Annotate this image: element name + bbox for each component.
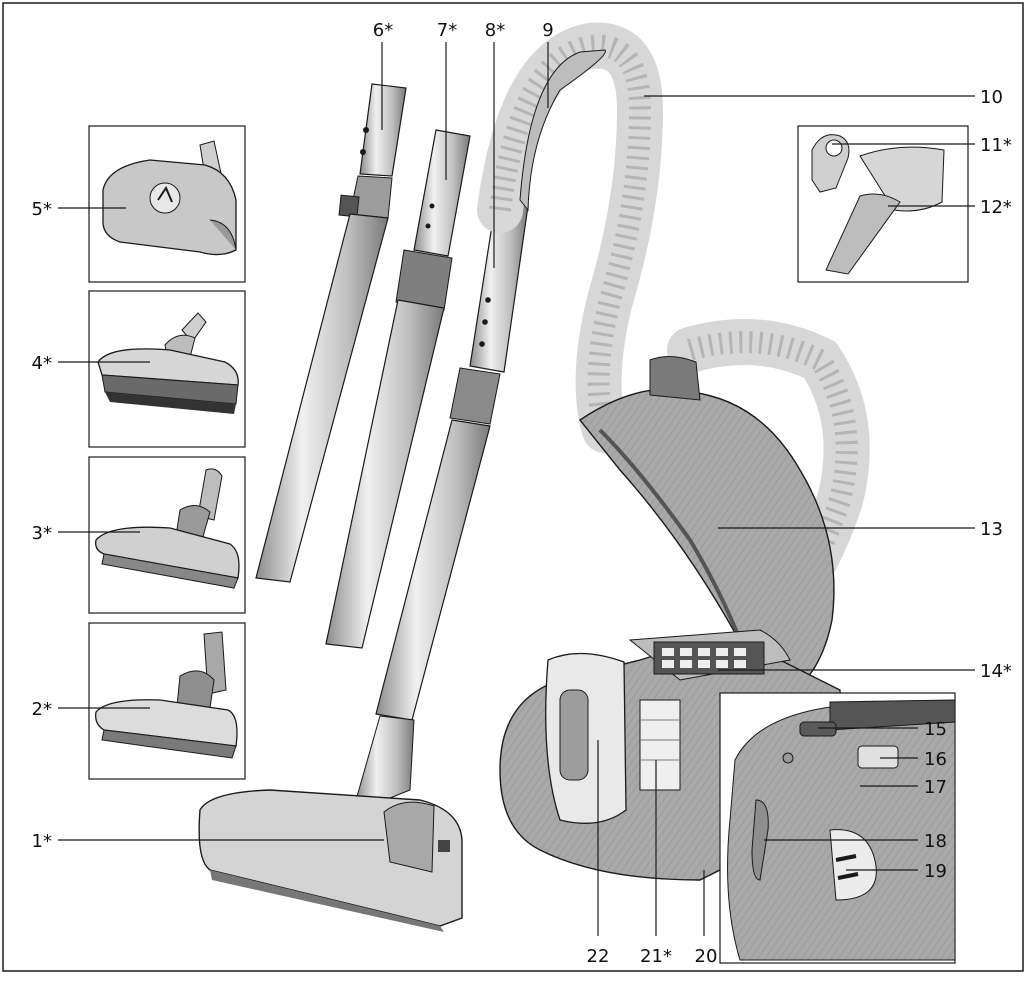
label-16: 16 <box>924 749 947 770</box>
filter-indicator-icon <box>782 752 794 764</box>
leader-lines <box>58 42 975 936</box>
label-20: 20 <box>695 946 718 967</box>
label-4: 4* <box>32 353 52 374</box>
label-11: 11* <box>980 135 1012 156</box>
label-7: 7* <box>437 20 457 41</box>
label-5: 5* <box>32 199 52 220</box>
parquet-brush-icon <box>97 312 239 414</box>
two-piece-tube-icon <box>325 129 471 649</box>
accessory-holder-icon <box>811 134 850 193</box>
dust-bag-icon <box>545 652 627 824</box>
power-plug-icon <box>829 829 877 901</box>
label-12: 12* <box>980 197 1012 218</box>
floor-nozzle-icon <box>198 715 463 932</box>
control-detail-box <box>719 692 956 964</box>
callout-labels: 5* 4* 3* 2* 1* 6* 7* 8* 9 10 11* 12* 13 … <box>32 20 1012 967</box>
label-22: 22 <box>587 946 610 967</box>
hard-floor-nozzle-icon <box>95 468 240 589</box>
label-3: 3* <box>32 523 52 544</box>
nozzle-4-box <box>88 290 246 448</box>
combi-nozzle-icon <box>95 631 238 759</box>
label-1: 1* <box>32 831 52 852</box>
label-13: 13 <box>980 519 1003 540</box>
nozzle-3-box <box>88 456 246 614</box>
label-2: 2* <box>32 699 52 720</box>
upholstery-nozzle-icon <box>859 146 945 212</box>
crevice-nozzle-icon <box>825 193 901 275</box>
accessories-box <box>797 125 969 283</box>
label-15: 15 <box>924 719 947 740</box>
on-off-button-icon <box>857 745 899 769</box>
label-10: 10 <box>980 87 1003 108</box>
label-9: 9 <box>542 20 553 41</box>
label-6: 6* <box>373 20 393 41</box>
label-18: 18 <box>924 831 947 852</box>
nozzle-2-box <box>88 622 246 780</box>
power-slider-icon <box>799 721 837 737</box>
filter-icon <box>639 699 681 791</box>
nozzle-5-box <box>88 125 246 283</box>
label-19: 19 <box>924 861 947 882</box>
label-21: 21* <box>640 946 672 967</box>
telescopic-tube-icon <box>255 83 407 583</box>
turbo-brush-icon <box>102 140 237 256</box>
lid-icon <box>578 356 835 701</box>
label-8: 8* <box>485 20 505 41</box>
label-14: 14* <box>980 661 1012 682</box>
label-17: 17 <box>924 777 947 798</box>
parking-slot-icon <box>751 799 769 881</box>
